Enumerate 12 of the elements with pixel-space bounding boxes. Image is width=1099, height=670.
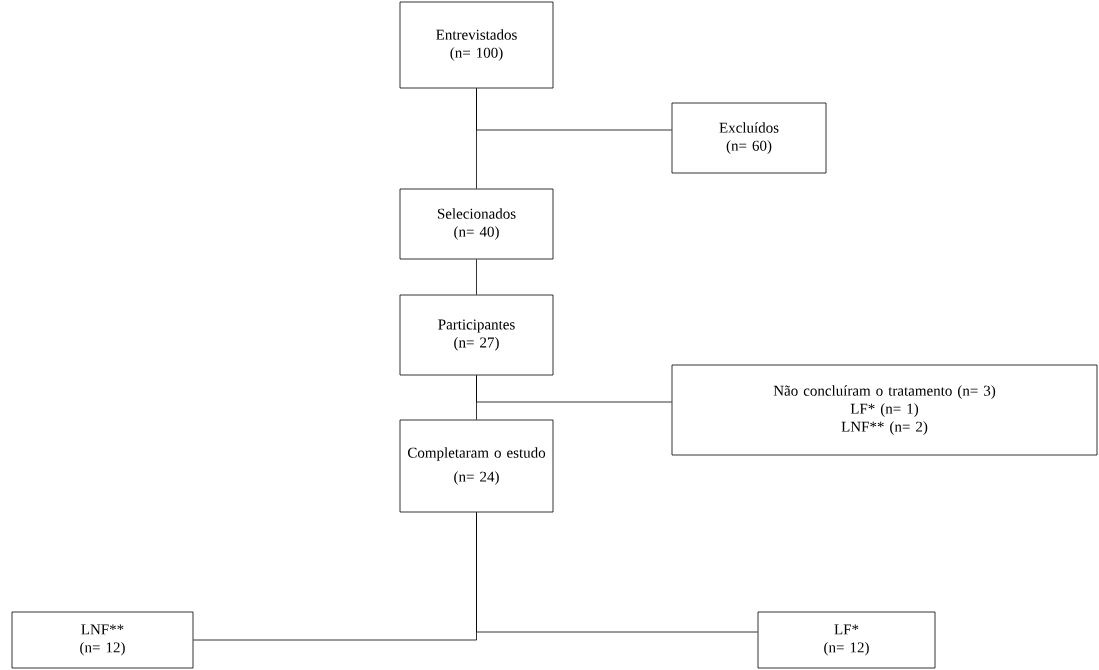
process-box: LF* (n= 12)	[757, 611, 936, 669]
process-box: LNF** (n= 12)	[11, 611, 194, 669]
process-box: Completaram o estudo (n= 24)	[399, 419, 554, 513]
connector-line	[476, 88, 672, 131]
process-box: Participantes (n= 27)	[399, 294, 554, 376]
process-box: Excluídos (n= 60)	[671, 102, 827, 174]
connector-line	[476, 259, 477, 295]
connector-line	[476, 375, 672, 403]
process-box: Selecionados (n= 40)	[399, 188, 554, 260]
process-box: Não concluíram o tratamento (n= 3) LF* (n= 1) LNF** (n= 2)	[671, 364, 1098, 456]
process-box: Entrevistados (n= 100)	[399, 1, 554, 89]
connector-line	[476, 512, 758, 633]
